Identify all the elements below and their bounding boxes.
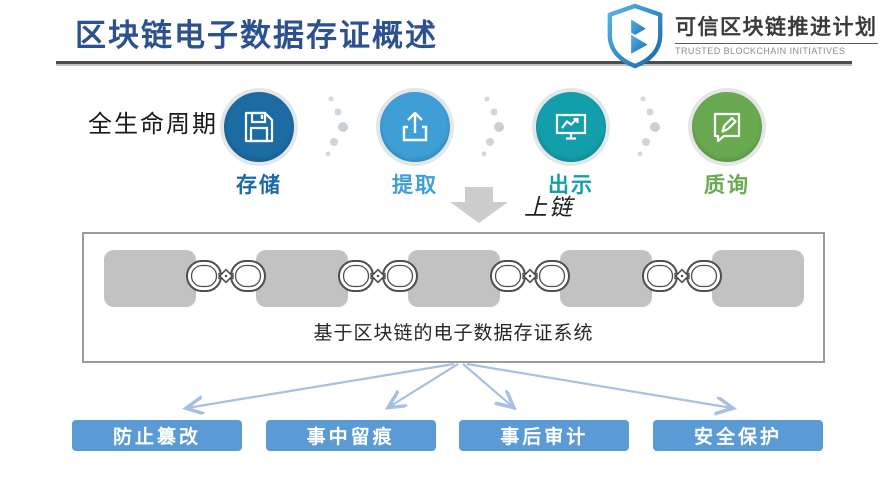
dots-separator-icon	[454, 88, 532, 166]
system-box-caption: 基于区块链的电子数据存证系统	[313, 323, 594, 344]
shield-b-logo-icon	[604, 3, 666, 69]
dots-separator-icon	[610, 88, 688, 166]
lifecycle-label: 全生命周期	[88, 111, 218, 138]
stage-storage: 存储	[220, 88, 298, 199]
benefits-row: 防止篡改 事中留痕 事后审计 安全保护	[72, 420, 823, 451]
down-arrow-icon	[450, 187, 508, 228]
fan-arrows	[82, 362, 825, 416]
block	[559, 250, 652, 307]
logo: 可信区块链推进计划 TRUSTED BLOCKCHAIN INITIATIVES	[604, 3, 878, 69]
page-title: 区块链电子数据存证概述	[75, 18, 438, 53]
benefit-inprocess-trace: 事中留痕	[265, 420, 436, 451]
block	[407, 250, 500, 307]
chain-link-icon	[640, 254, 724, 303]
stage-label: 出示	[548, 174, 594, 197]
stage-label: 提取	[392, 174, 438, 197]
stage-inquiry: 质询	[688, 88, 766, 199]
logo-name-cn: 可信区块链推进计划	[675, 15, 878, 39]
benefit-prevent-tampering: 防止篡改	[72, 420, 242, 451]
stage-present: 出示	[532, 88, 610, 199]
benefit-security-protection: 安全保护	[652, 420, 823, 451]
stage-label: 质询	[704, 174, 750, 197]
block	[255, 250, 348, 307]
chain-link-icon	[488, 254, 572, 303]
dots-separator-icon	[298, 88, 376, 166]
chat-edit-icon	[688, 88, 766, 166]
blockchain-row	[84, 250, 823, 307]
logo-name-en: TRUSTED BLOCKCHAIN INITIATIVES	[675, 42, 878, 56]
chain-link-icon	[336, 254, 420, 303]
floppy-disk-icon	[220, 88, 298, 166]
stage-extract: 提取	[376, 88, 454, 199]
block	[103, 250, 196, 307]
onchain-group: 上链	[450, 187, 574, 228]
stage-label: 存储	[236, 174, 282, 197]
lifecycle-stages: 存储 提取	[220, 88, 766, 199]
benefit-post-audit: 事后审计	[459, 420, 630, 451]
chain-link-icon	[184, 254, 268, 303]
logo-text: 可信区块链推进计划 TRUSTED BLOCKCHAIN INITIATIVES	[675, 15, 878, 56]
presentation-icon	[532, 88, 610, 166]
header-divider	[56, 61, 852, 64]
system-box: 基于区块链的电子数据存证系统	[82, 232, 825, 363]
onchain-label: 上链	[524, 194, 574, 220]
block	[711, 250, 804, 307]
upload-icon	[376, 88, 454, 166]
